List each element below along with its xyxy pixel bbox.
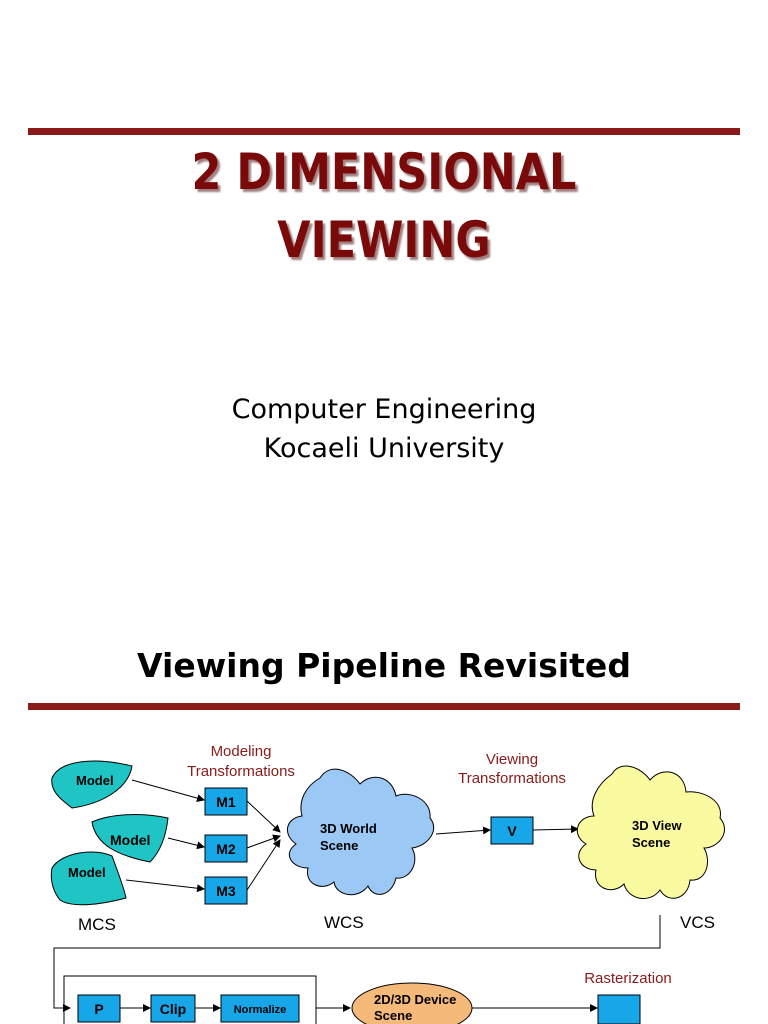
connector-vcs-to-projection — [53, 915, 661, 1012]
device-scene-label-1: 2D/3D Device — [374, 992, 456, 1007]
pipeline-slide-title: Viewing Pipeline Revisited — [137, 646, 631, 685]
view-scene-label-1: 3D View — [632, 818, 683, 833]
model-shape-3 — [50, 851, 127, 906]
modeling-transformations-label-2: Transformations — [187, 763, 295, 780]
arrow-m2-world — [246, 834, 281, 849]
slide-title-line2: VIEWING — [277, 211, 491, 269]
model-label-1: Model — [76, 773, 114, 788]
slide-subtitle: Computer Engineering Kocaeli University — [0, 390, 768, 468]
projection-box — [77, 994, 121, 1023]
arrow-model3-m3 — [125, 879, 205, 893]
clip-label: Clip — [160, 1001, 186, 1017]
viewing-transformations-label-1: Viewing — [486, 751, 538, 768]
rasterization-label: Rasterization — [584, 970, 672, 987]
model-label-2: Model — [110, 832, 150, 848]
top-rule — [28, 128, 740, 135]
arrow-m3-world — [246, 839, 281, 891]
viewing-transformations-label-2: Transformations — [458, 770, 566, 787]
arrow-v-view — [532, 825, 579, 834]
department-text: Computer Engineering — [231, 394, 537, 425]
arrow-model1-m1 — [131, 779, 205, 802]
arrow-m1-world — [246, 800, 281, 833]
model-label-3: Model — [68, 865, 106, 880]
matrix-m2 — [204, 834, 248, 863]
pipeline-rule — [28, 703, 740, 710]
device-scene-label-2: Scene — [374, 1008, 412, 1023]
model-shape-2 — [91, 814, 169, 863]
arrow-model2-m2 — [167, 837, 205, 850]
matrix-m2-label: M2 — [216, 841, 236, 857]
arrow-world-v — [435, 826, 491, 835]
projection-group-box — [63, 975, 317, 1024]
matrix-m3-label: M3 — [216, 883, 236, 899]
world-scene-label-2: Scene — [320, 838, 358, 853]
projection-label: P — [94, 1001, 103, 1017]
view-scene-label-2: Scene — [632, 835, 670, 850]
clip-box — [150, 994, 196, 1023]
modeling-transformations-label-1: Modeling — [211, 743, 272, 760]
normalize-label: Normalize — [234, 1004, 287, 1016]
university-text: Kocaeli University — [263, 433, 505, 464]
wcs-label: WCS — [324, 913, 364, 932]
rasterization-box — [597, 994, 641, 1024]
mcs-label: MCS — [78, 915, 116, 934]
vcs-label: VCS — [680, 913, 715, 932]
world-scene-label-1: 3D World — [320, 821, 377, 836]
matrix-m1 — [204, 787, 248, 816]
slide-title-line1: 2 DIMENSIONAL — [191, 143, 577, 201]
model-shape-1 — [51, 760, 133, 809]
normalize-box — [220, 994, 300, 1023]
matrix-v-label: V — [507, 823, 517, 839]
matrix-m1-label: M1 — [216, 794, 236, 810]
slide-title: 2 DIMENSIONAL VIEWING — [0, 138, 768, 274]
world-scene-blob — [287, 768, 435, 896]
view-scene-blob — [576, 765, 726, 899]
matrix-m3 — [204, 876, 248, 905]
matrix-v — [490, 816, 534, 845]
